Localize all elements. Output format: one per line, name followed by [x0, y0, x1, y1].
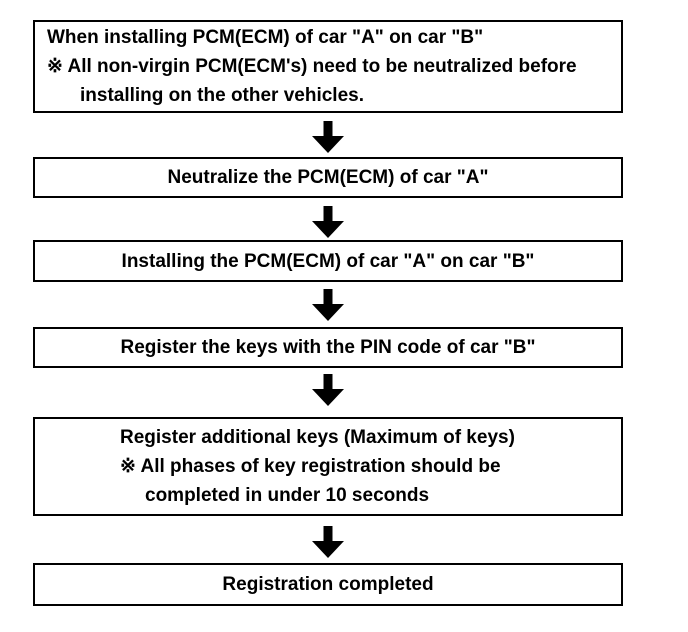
down-arrow-icon	[312, 289, 344, 321]
flow-step-register-keys-pin: Register the keys with the PIN code of c…	[33, 327, 623, 368]
step-note-line: ※ All non-virgin PCM(ECM's) need to be n…	[47, 56, 577, 77]
step-note-line: ※ All phases of key registration should …	[120, 456, 501, 477]
step-text-line: Neutralize the PCM(ECM) of car "A"	[167, 167, 489, 188]
flow-step-install-pcm: Installing the PCM(ECM) of car "A" on ca…	[33, 240, 623, 282]
step-note-continued-line: completed in under 10 seconds	[145, 485, 430, 506]
step-text-line: Register additional keys (Maximum of key…	[120, 427, 515, 448]
flow-step-when-installing: When installing PCM(ECM) of car "A" on c…	[33, 20, 623, 113]
down-arrow-icon	[312, 121, 344, 153]
flow-step-neutralize-pcm: Neutralize the PCM(ECM) of car "A"	[33, 157, 623, 198]
flow-step-registration-completed: Registration completed	[33, 563, 623, 606]
down-arrow-icon	[312, 206, 344, 238]
step-text-line: Register the keys with the PIN code of c…	[120, 337, 536, 358]
down-arrow-icon	[312, 374, 344, 406]
down-arrow-icon	[312, 526, 344, 558]
step-text-line: Registration completed	[222, 574, 434, 595]
flow-step-register-additional-keys: Register additional keys (Maximum of key…	[33, 417, 623, 516]
step-text-line: When installing PCM(ECM) of car "A" on c…	[47, 27, 484, 48]
step-text-line: Installing the PCM(ECM) of car "A" on ca…	[121, 250, 535, 272]
step-note-continued-line: installing on the other vehicles.	[80, 85, 364, 106]
